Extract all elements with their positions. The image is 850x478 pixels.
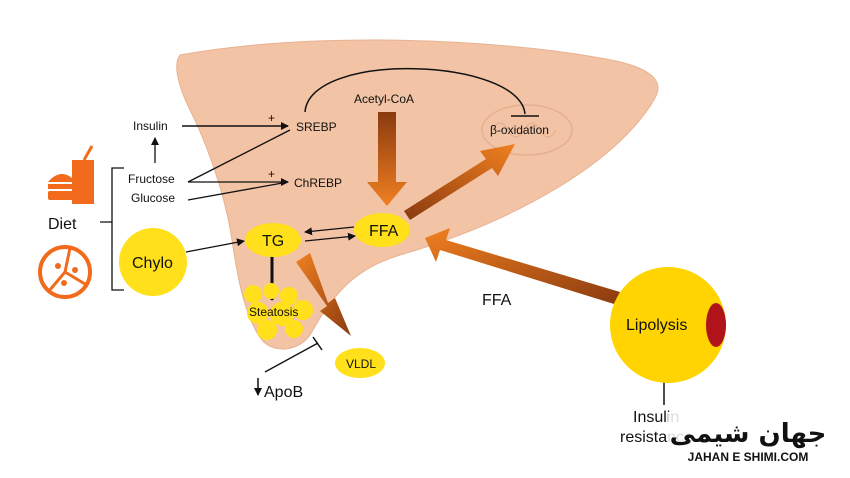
steatosis-droplets — [244, 283, 313, 340]
arrow-tg-to-ffa — [304, 232, 356, 242]
vldl-node — [335, 348, 385, 378]
arrow-chylo-to-tg — [185, 238, 245, 253]
arrow-fructose-to-srebp — [187, 129, 291, 183]
srebp-label: SREBP — [296, 120, 337, 134]
arrow-acetylcoa-to-ffa — [367, 112, 407, 206]
svg-text:JAHAN E SHIMI.COM: JAHAN E SHIMI.COM — [688, 450, 809, 464]
vldl-node-label: VLDL — [346, 357, 376, 371]
apob-label: ApoB — [264, 384, 303, 401]
tg-node — [245, 223, 301, 257]
ffa-node — [354, 213, 410, 247]
diet-label: Diet — [48, 216, 77, 233]
tg-node-label: TG — [262, 233, 284, 250]
ffa-node-label: FFA — [369, 223, 399, 240]
chylo-node — [119, 228, 187, 296]
insulin-resistance-label-1: Insulin — [633, 409, 679, 426]
fructose-label: Fructose — [128, 172, 175, 186]
beta-oxidation-label: β-oxidation — [490, 123, 549, 137]
fast-food-icon — [48, 145, 94, 204]
acetyl-coa-label: Acetyl-CoA — [354, 92, 414, 106]
plus-chrebp: + — [268, 167, 275, 181]
arrow-ffa-to-beta-oxidation — [404, 144, 515, 220]
lipolysis-label: Lipolysis — [626, 317, 687, 334]
plus-srebp: + — [268, 111, 275, 125]
arrow-glucose-to-chrebp — [187, 181, 289, 201]
watermark-logo: جهان شیمی JAHAN E SHIMI.COM — [668, 412, 828, 466]
insulin-label: Insulin — [133, 119, 168, 133]
srebp-inhibits-beta-oxidation — [304, 67, 526, 115]
chrebp-label: ChREBP — [294, 176, 342, 190]
diet-bracket — [100, 167, 124, 291]
steatosis-label: Steatosis — [249, 305, 298, 319]
mitochondrion-icon — [481, 104, 573, 156]
arrow-lipolysis-to-ffa — [425, 228, 620, 304]
adipocyte-nucleus — [706, 303, 726, 347]
ffa-flow-label: FFA — [482, 292, 512, 309]
arrow-tg-to-vldl — [296, 253, 351, 336]
arrow-ffa-to-tg — [304, 226, 355, 236]
pizza-icon — [38, 245, 92, 299]
svg-text:جهان شیمی: جهان شیمی — [670, 419, 827, 449]
liver-shape — [176, 39, 659, 350]
adipocyte-circle — [610, 267, 726, 383]
apob-inhibits-vldl — [264, 342, 319, 373]
chylo-node-label: Chylo — [132, 255, 173, 272]
glucose-label: Glucose — [131, 191, 175, 205]
